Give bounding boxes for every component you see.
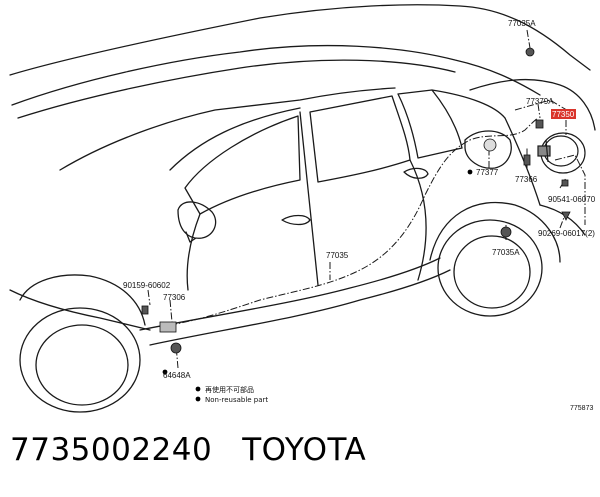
legend-en: Non-reusable part: [205, 396, 268, 404]
legend-marker-jp: [195, 386, 201, 392]
clip-77035a-top: [525, 47, 535, 57]
label-90541: 90541-06070: [548, 195, 596, 204]
non-reusable-marker: [467, 169, 473, 175]
label-77035: 77035: [326, 251, 349, 260]
label-77035a-top: 77035A: [508, 19, 536, 28]
fuel-lid-opening: [464, 130, 512, 169]
front-door-line: [299, 111, 319, 286]
label-77379a: 77379A: [526, 97, 554, 106]
caption: 7735002240 TOYOTA: [10, 432, 366, 468]
front-door-handle: [281, 214, 311, 226]
label-77377: 77377: [476, 168, 499, 177]
figure-id: 775873: [570, 405, 593, 412]
label-77306: 77306: [163, 293, 186, 302]
car-body-outline: [9, 4, 591, 76]
rear-wheel: [437, 219, 543, 317]
quarter-window: [397, 89, 463, 159]
highlight-box: [551, 109, 576, 119]
parts-diagram: 77035A 77379A 77350 77377 77366 90541-06…: [9, 4, 596, 413]
label-77350: 77350: [552, 110, 575, 119]
label-77035a-bottom: 77035A: [492, 248, 520, 257]
screw-90541: [561, 179, 569, 187]
part-number: 7735002240: [10, 432, 213, 468]
rocker-panel: [149, 269, 451, 346]
clip-77035a-bottom: [500, 226, 512, 238]
spring-77366: [523, 154, 531, 166]
label-64648a: 64648A: [163, 371, 191, 380]
bolt-90159: [141, 305, 149, 315]
legend-marker-en: [195, 396, 201, 402]
rear-wheel-arch: [429, 201, 561, 263]
cover-64648a: [170, 342, 182, 354]
label-90159: 90159-60602: [123, 281, 171, 290]
front-wheel-arch: [19, 274, 146, 326]
rear-door-handle: [403, 167, 429, 179]
fuel-lid-cable: [169, 117, 539, 326]
label-90269: 90269-06017(2): [538, 229, 595, 238]
rear-window: [309, 95, 411, 183]
label-77366: 77366: [515, 175, 538, 184]
screw-90269: [561, 211, 571, 221]
legend-jp: 再使用不可部品: [205, 385, 254, 394]
non-reusable-marker: [162, 369, 168, 375]
fuel-cap-77377: [483, 138, 497, 152]
brand-name: TOYOTA: [242, 432, 367, 468]
lid-hinge: [537, 145, 551, 157]
side-mirror: [177, 201, 217, 239]
bumper-77379a: [535, 119, 544, 129]
front-window: [184, 115, 301, 215]
front-wheel: [19, 307, 141, 413]
opener-77306: [159, 321, 177, 333]
